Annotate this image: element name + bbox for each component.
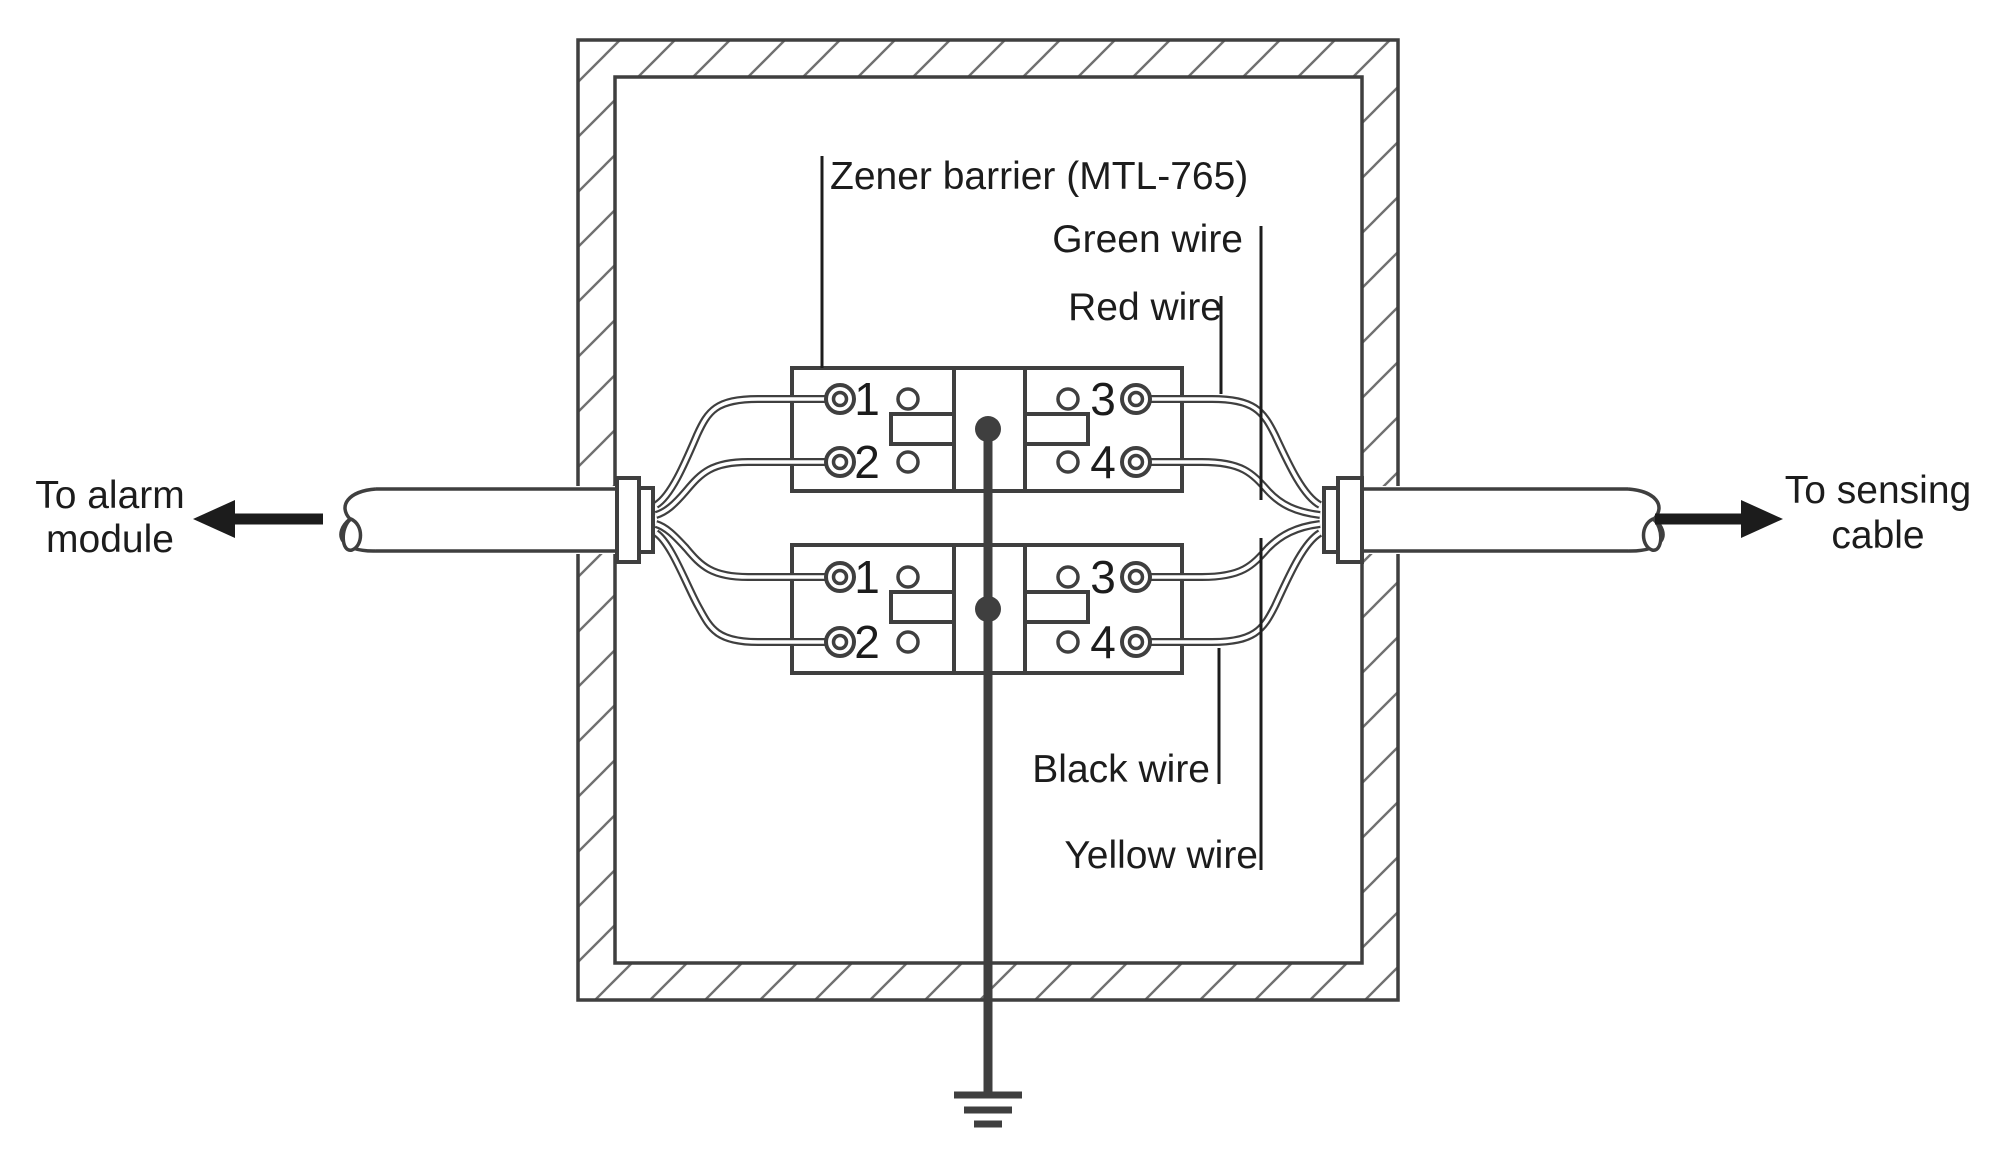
screw-terminal <box>1120 561 1152 593</box>
terminal-number: 2 <box>854 616 880 668</box>
terminal-number: 4 <box>1090 436 1116 488</box>
black-wire-label: Black wire <box>1032 748 1210 791</box>
barrier-element <box>1023 412 1090 446</box>
screw-terminal <box>824 626 856 658</box>
sensing-cable <box>1320 486 1665 554</box>
terminal-number: 1 <box>854 551 880 603</box>
screw-terminal <box>824 561 856 593</box>
arrow-to-alarm <box>193 500 323 538</box>
screw-terminal <box>1120 626 1152 658</box>
diagram-labels: Zener barrier (MTL-765) Green wire Red w… <box>35 155 1971 877</box>
ground-conductor <box>954 416 1022 1128</box>
to-sensing-cable-label: To sensing cable <box>1785 469 1971 557</box>
leader-lines <box>820 156 1263 870</box>
terminal-screws <box>824 383 1152 658</box>
screw-terminal <box>1120 446 1152 478</box>
terminal-number: 1 <box>854 373 880 425</box>
terminal-number: 3 <box>1090 373 1116 425</box>
yellow-wire-label: Yellow wire <box>1064 834 1258 877</box>
left-arrowhead-icon <box>193 500 235 538</box>
screw-terminal <box>1120 383 1152 415</box>
cable-gland-left <box>615 476 655 564</box>
earth-ground-symbol <box>954 1091 1022 1128</box>
to-alarm-module-label: To alarm module <box>35 474 185 561</box>
barrier-element <box>1023 590 1090 624</box>
screw-terminal <box>824 383 856 415</box>
svg-text:To alarm: To alarm <box>35 474 185 517</box>
alarm-cable <box>339 486 656 554</box>
terminal-number: 3 <box>1090 551 1116 603</box>
barrier-element <box>889 412 956 446</box>
arrow-to-sensing <box>1655 500 1783 538</box>
terminal-number: 2 <box>854 436 880 488</box>
svg-text:cable: cable <box>1831 514 1924 557</box>
right-arrowhead-icon <box>1741 500 1783 538</box>
terminal-number: 4 <box>1090 616 1116 668</box>
cable-gland-right <box>1322 476 1364 564</box>
barrier-element <box>889 590 956 624</box>
green-wire-label: Green wire <box>1052 218 1243 261</box>
svg-text:module: module <box>46 518 174 561</box>
svg-text:To sensing: To sensing <box>1785 469 1971 512</box>
red-wire-label: Red wire <box>1068 286 1222 329</box>
screw-terminal <box>824 446 856 478</box>
zener-barrier-label: Zener barrier (MTL-765) <box>830 155 1248 198</box>
